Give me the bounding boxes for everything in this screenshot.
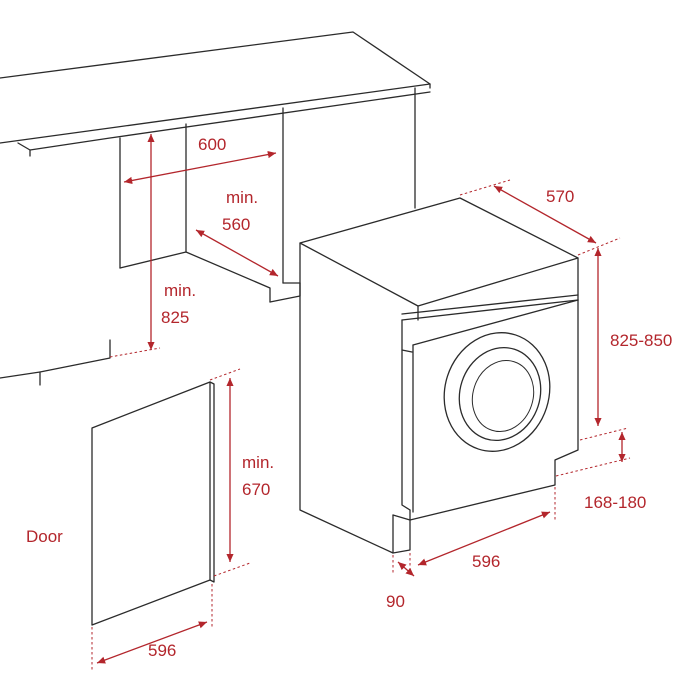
dimension-door-offset: 90 — [386, 555, 415, 611]
door-offset-label: 90 — [386, 592, 405, 611]
dimension-niche-depth: min. 560 — [195, 188, 279, 277]
dimension-niche-height: min. 825 — [109, 134, 201, 358]
door-height-value: 670 — [242, 480, 270, 499]
dimension-niche-width: 600 — [123, 135, 277, 185]
dimension-machine-width: 596 — [409, 487, 556, 572]
niche-width-label: 600 — [198, 135, 226, 154]
door-width-label: 596 — [148, 641, 176, 660]
machine-depth-label: 570 — [546, 187, 574, 206]
niche-height-value: 825 — [161, 308, 189, 327]
dimension-plinth-height: 168-180 — [555, 432, 646, 512]
countertop — [0, 31, 431, 157]
plinth-height-label: 168-180 — [584, 493, 646, 512]
door-height-label: min. 670 — [242, 453, 279, 499]
washing-machine — [299, 197, 579, 554]
machine-height-label: 825-850 — [610, 331, 672, 350]
machine-door-porthole — [443, 332, 551, 452]
door-label: Door — [26, 527, 63, 546]
door-panel — [91, 381, 215, 626]
dimension-machine-height: 825-850 — [579, 248, 672, 441]
niche-depth-min: min. — [226, 188, 258, 207]
dimension-machine-depth: 570 — [459, 179, 621, 256]
dimension-door-height: min. 670 — [209, 368, 279, 577]
dimension-door-width: 596 — [91, 584, 213, 672]
niche-height-label: min. 825 — [161, 281, 201, 327]
niche-depth-value: 560 — [222, 215, 250, 234]
machine-width-label: 596 — [472, 552, 500, 571]
door-height-min: min. — [242, 453, 274, 472]
niche-depth-label: min. 560 — [222, 188, 263, 234]
niche-height-min: min. — [164, 281, 196, 300]
